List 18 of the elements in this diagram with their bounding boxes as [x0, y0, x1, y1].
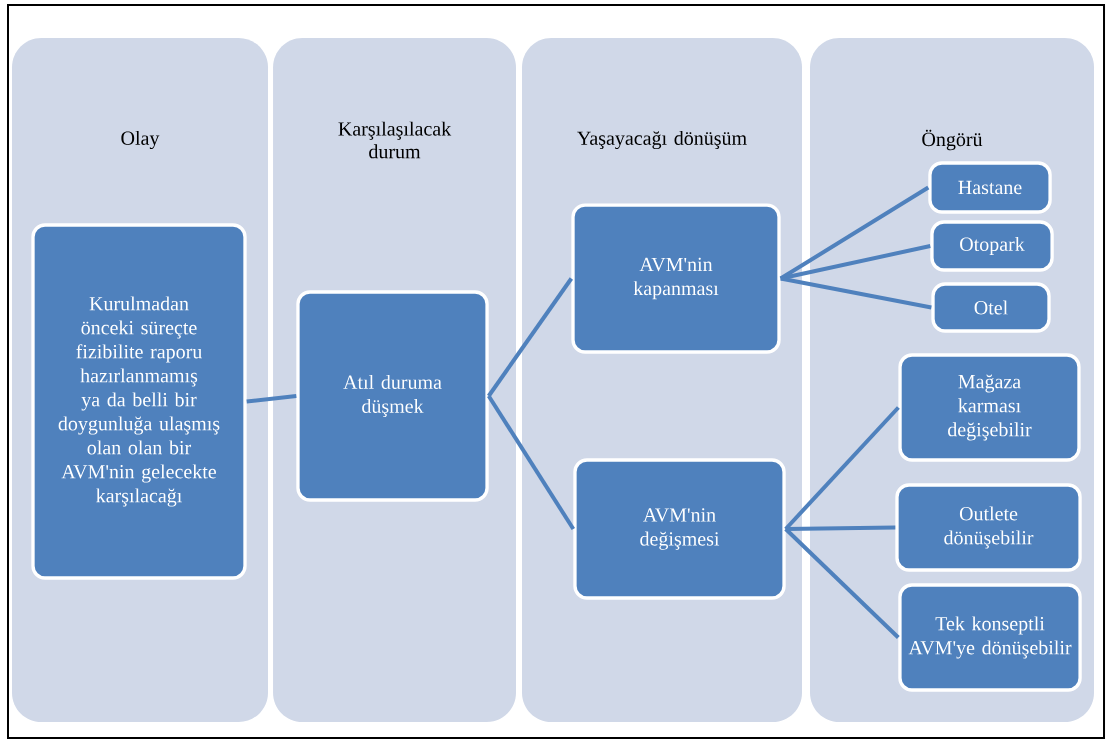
connector-line — [780, 276, 932, 310]
process-box: Hastane — [928, 161, 1052, 214]
process-box: Otel — [931, 282, 1051, 333]
connector-line — [785, 525, 896, 531]
process-box: AVM'nin değişmesi — [573, 458, 786, 600]
connector-line — [780, 244, 931, 281]
process-box: Tek konseptli AVM'ye dönüşebilir — [898, 583, 1082, 692]
connector-line — [784, 406, 900, 531]
process-box: Atıl duruma düşmek — [296, 290, 489, 502]
process-box: Outlete dönüşebilir — [895, 483, 1082, 572]
process-box: AVM'nin kapanması — [571, 203, 781, 354]
connector-line — [487, 277, 573, 398]
connector-line — [784, 527, 900, 639]
process-box: Kurulmadan önceki süreçte fizibilite raporu hazırlanmamış ya da belli bir doygunluğa ulaşmış olan olan bir AVM'nin gelecekte karşılacağı — [31, 223, 247, 580]
process-box: Otopark — [930, 220, 1054, 272]
connector-line — [246, 394, 297, 404]
process-box: Mağaza karması değişebilir — [898, 353, 1081, 462]
connector-line — [487, 394, 575, 531]
